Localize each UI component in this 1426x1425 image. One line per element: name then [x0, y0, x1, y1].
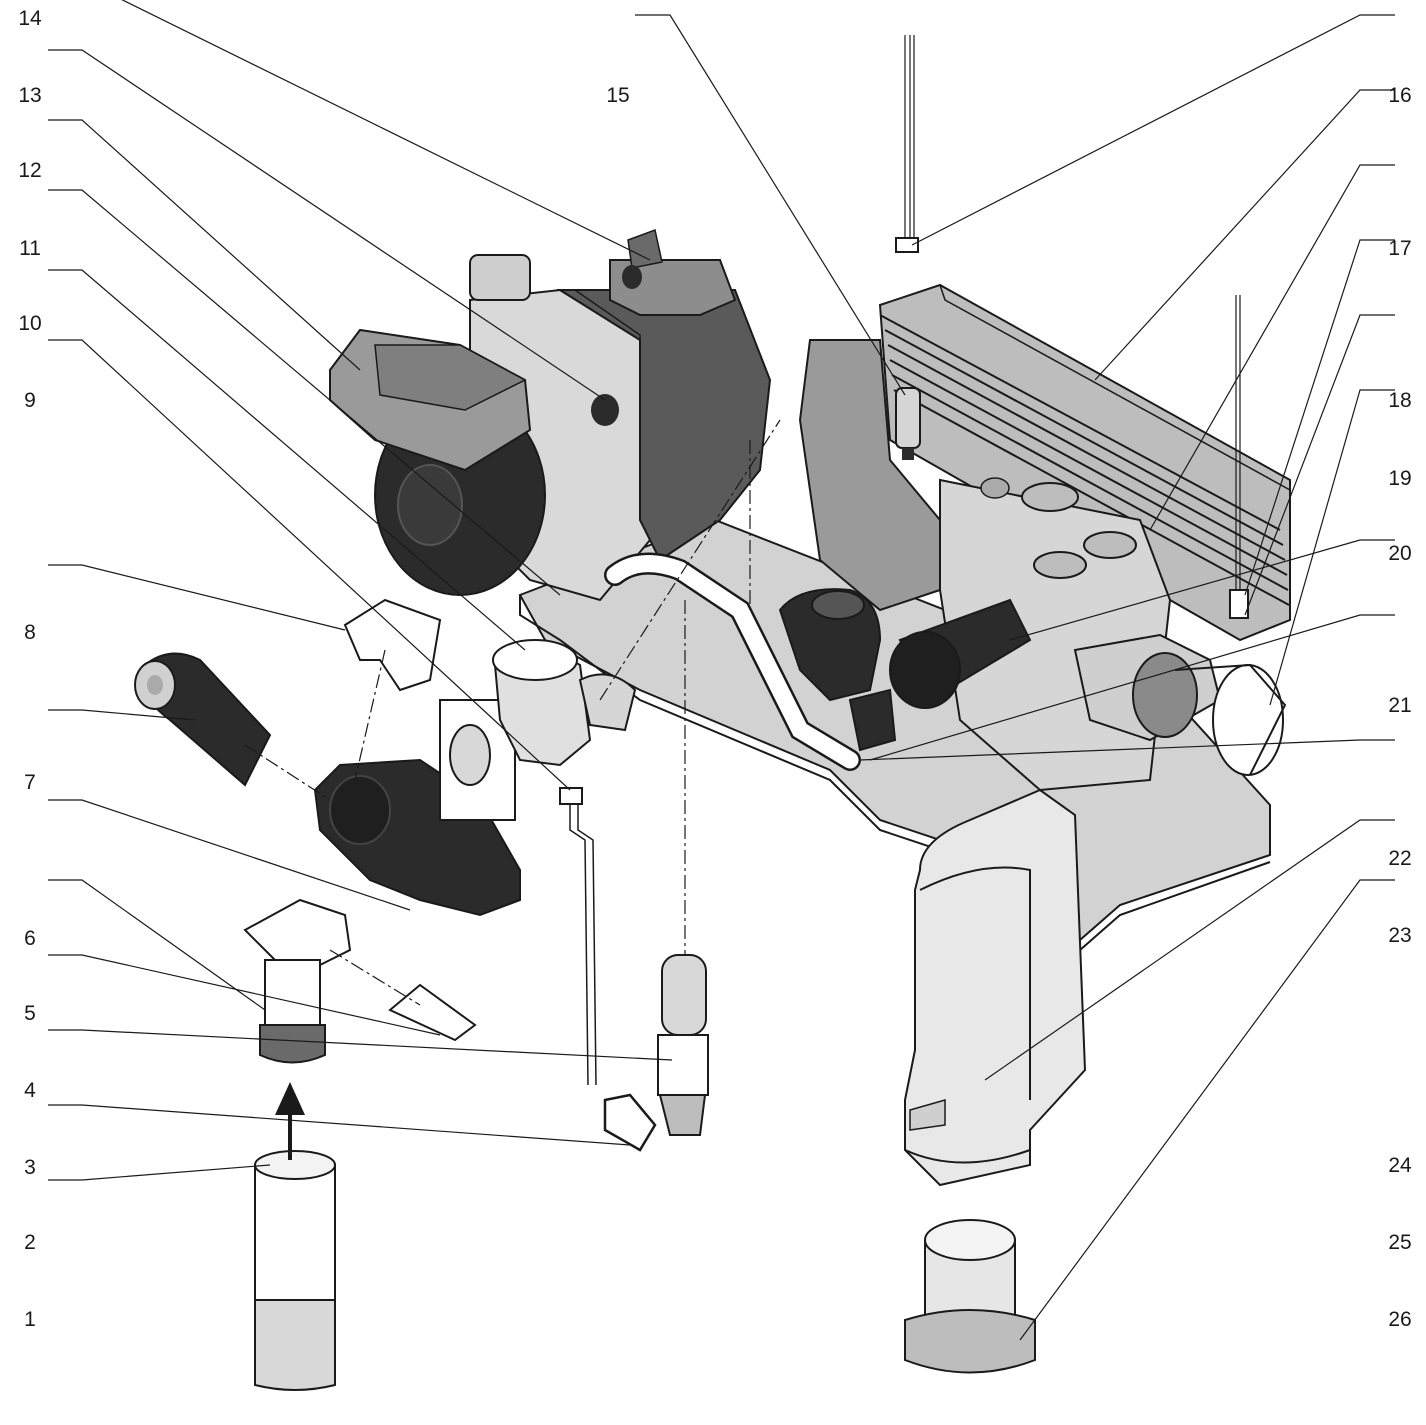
insertion-arrow — [275, 1082, 305, 1160]
callout-2: 2 — [24, 1231, 36, 1254]
callout-26: 26 — [1388, 1308, 1412, 1331]
wire-clip — [603, 1093, 657, 1152]
callout-13: 13 — [18, 84, 42, 107]
sensor-plug-top — [895, 237, 919, 253]
automatic-air-vent — [609, 228, 737, 316]
leader-lines — [48, 0, 1395, 1341]
callout-22: 22 — [1388, 847, 1412, 870]
callout-15: 15 — [606, 84, 630, 107]
condensate-siphon — [904, 788, 1087, 1187]
callout-12: 12 — [18, 159, 42, 182]
flow-turbine — [492, 639, 637, 767]
sensor-wire-right — [1235, 295, 1241, 590]
callout-21: 21 — [1388, 694, 1412, 717]
retaining-clip-bottom — [388, 983, 477, 1042]
callout-1: 1 — [24, 1308, 36, 1331]
callout-25: 25 — [1388, 1231, 1412, 1254]
callout-18: 18 — [1388, 389, 1412, 412]
pressure-relief-valve — [778, 588, 897, 752]
callout-6: 6 — [24, 927, 36, 950]
base-tray-lip — [519, 595, 1271, 952]
black-valve-cartridge — [889, 598, 1032, 709]
callout-5: 5 — [24, 1002, 36, 1025]
filter-housing — [313, 699, 521, 917]
pipe-fitting-top — [469, 254, 531, 301]
sensor-wire-top — [904, 35, 915, 240]
plate-heat-exchanger — [878, 283, 1291, 642]
callout-14: 14 — [18, 7, 42, 30]
siphon-cup — [904, 1219, 1036, 1374]
water-filter-cartridge — [134, 652, 272, 787]
central-manifold — [469, 254, 772, 562]
callout-3: 3 — [24, 1156, 36, 1179]
callout-20: 20 — [1388, 542, 1412, 565]
sensor-plug-right — [1229, 589, 1249, 619]
callout-19: 19 — [1388, 467, 1412, 490]
pump-assembly — [329, 288, 652, 602]
callout-17: 17 — [1388, 237, 1412, 260]
callout-7: 7 — [24, 771, 36, 794]
callout-16: 16 — [1388, 84, 1412, 107]
callout-24: 24 — [1388, 1154, 1412, 1177]
filling-key — [254, 1150, 336, 1391]
retaining-clip-top — [343, 598, 442, 692]
filling-valve — [243, 898, 352, 1064]
callout-9: 9 — [24, 389, 36, 412]
callout-11: 11 — [19, 237, 41, 260]
diverter-motor — [1073, 633, 1287, 776]
temperature-sensor — [895, 387, 921, 460]
callout-4: 4 — [24, 1079, 36, 1102]
callout-10: 10 — [18, 312, 42, 335]
callout-8: 8 — [24, 621, 36, 644]
sensor-connector — [559, 787, 583, 805]
assembly-guides — [244, 419, 781, 1006]
pressure-sensor — [657, 954, 709, 1136]
callout-23: 23 — [1388, 924, 1412, 947]
